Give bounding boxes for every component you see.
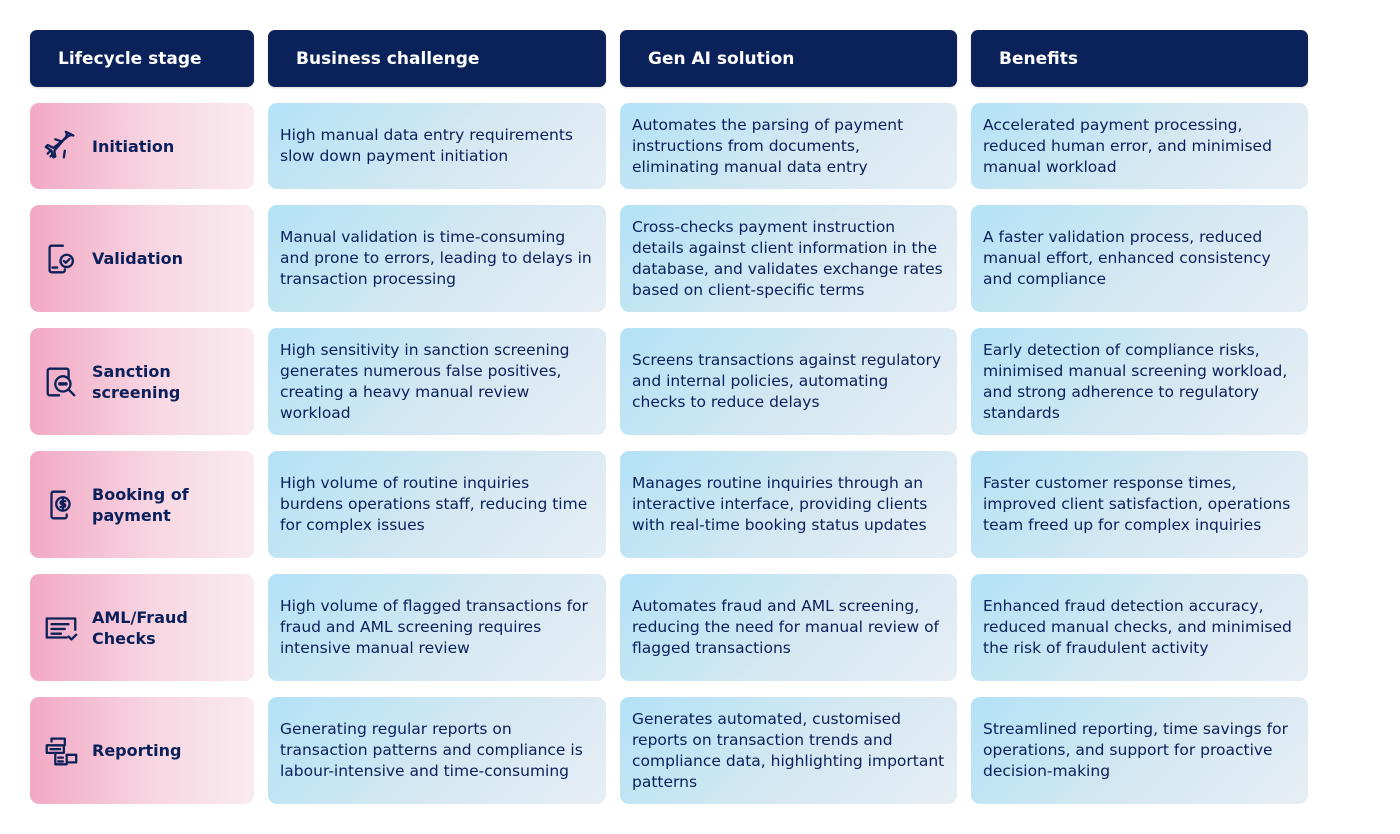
benefits-cell: Streamlined reporting, time savings for … <box>971 697 1308 804</box>
benefits-cell: A faster validation process, reduced man… <box>971 205 1308 312</box>
stage-label: Validation <box>92 249 184 268</box>
solution-cell: Generates automated, customised reports … <box>620 697 957 804</box>
phone-dollar-icon <box>50 490 71 519</box>
challenge-cell: Generating regular reports on transactio… <box>268 697 606 804</box>
airplane-icon <box>44 130 75 159</box>
stage-reporting: Reporting <box>30 697 254 804</box>
benefits-cell: Faster customer response times, improved… <box>971 451 1308 558</box>
header-benefits: Benefits <box>971 30 1308 87</box>
header-business-challenge: Business challenge <box>268 30 606 87</box>
solution-cell: Cross-checks payment instruction details… <box>620 205 957 312</box>
benefits-cell: Accelerated payment processing, reduced … <box>971 103 1308 189</box>
stage-booking-of-payment: Booking of payment <box>30 451 254 558</box>
challenge-cell: High sensitivity in sanction screening g… <box>268 328 606 435</box>
solution-cell: Manages routine inquiries through an int… <box>620 451 957 558</box>
challenge-cell: High manual data entry requirements slow… <box>268 103 606 189</box>
challenge-cell: High volume of flagged transactions for … <box>268 574 606 681</box>
checklist-icon <box>45 616 78 641</box>
stage-label: Initiation <box>92 136 175 156</box>
phone-check-icon <box>48 244 75 273</box>
stage-label: AML/Fraud Checks <box>92 607 188 648</box>
solution-cell: Screens transactions against regulatory … <box>620 328 957 435</box>
stage-label: Booking of payment <box>92 484 189 525</box>
solution-cell: Automates the parsing of payment instruc… <box>620 103 957 189</box>
challenge-cell: Manual validation is time-consuming and … <box>268 205 606 312</box>
stage-validation: Validation <box>30 205 254 312</box>
stage-initiation: Initiation <box>30 103 254 189</box>
benefits-cell: Early detection of compliance risks, min… <box>971 328 1308 435</box>
header-lifecycle-stage: Lifecycle stage <box>30 30 254 87</box>
stage-label: Sanction screening <box>92 361 181 402</box>
lifecycle-table: Lifecycle stage Business challenge Gen A… <box>30 30 1308 804</box>
header-gen-ai-solution: Gen AI solution <box>620 30 957 87</box>
document-search-icon <box>46 367 76 396</box>
stage-sanction-screening: Sanction screening <box>30 328 254 435</box>
solution-cell: Automates fraud and AML screening, reduc… <box>620 574 957 681</box>
benefits-cell: Enhanced fraud detection accuracy, reduc… <box>971 574 1308 681</box>
stage-aml-fraud-checks: AML/Fraud Checks <box>30 574 254 681</box>
challenge-cell: High volume of routine inquiries burdens… <box>268 451 606 558</box>
report-icon <box>45 737 78 765</box>
stage-label: Reporting <box>92 741 182 760</box>
